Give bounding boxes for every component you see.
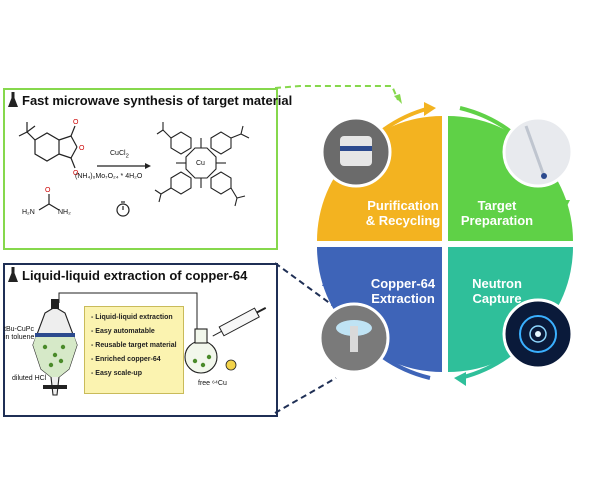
free-copper-label: free ⁶⁴Cu (198, 380, 227, 387)
reagent-label: CuCl2 (110, 150, 129, 159)
quadrant-label-copper-extraction: Copper-64 Extraction (370, 276, 436, 306)
synthesis-scheme: O O O O (18, 119, 250, 217)
quadrant-copper-extraction (317, 247, 442, 372)
aqueous-phase-label: diluted HCl (12, 375, 47, 382)
quadrant-neutron-capture (448, 247, 573, 372)
extraction-title: Liquid-liquid extraction of copper-64 (22, 268, 248, 283)
synthesis-panel (3, 88, 278, 250)
organic-phase-label: tBu-CuPc in toluene (4, 326, 35, 341)
benefit-text: Liquid-liquid extraction (95, 314, 173, 321)
urea-right-label: NH₂ (58, 209, 71, 216)
flask-icon (8, 92, 18, 107)
svg-text:O: O (45, 187, 51, 194)
benefits-note: - Liquid-liquid extraction - Easy automa… (84, 306, 184, 394)
list-item: - Liquid-liquid extraction (91, 314, 173, 321)
list-item: - Easy automatable (91, 328, 155, 335)
reagent-subscript: 2 (125, 153, 129, 160)
list-item: - Reusable target material (91, 342, 177, 349)
center-metal-label: Cu (196, 160, 205, 167)
benefit-text: Enriched copper-64 (95, 356, 161, 363)
list-item: - Easy scale-up (91, 370, 142, 377)
urea-left-label: H₂N (22, 209, 35, 216)
quadrant-label-target-preparation: Target Preparation (460, 198, 534, 228)
svg-text:O: O (73, 119, 79, 126)
synthesis-title: Fast microwave synthesis of target mater… (22, 93, 293, 108)
conditions-label: (NH₄)₆Mo₇O₂₄ * 4H₂O (75, 173, 143, 180)
list-item: - Enriched copper-64 (91, 356, 161, 363)
flask-icon (8, 267, 18, 282)
quadrant-target-preparation (448, 116, 573, 241)
benefit-text: Easy scale-up (95, 370, 142, 377)
photo-neutron-capture (502, 298, 574, 370)
photo-purification (320, 116, 392, 188)
svg-text:O: O (79, 145, 85, 152)
benefit-text: Easy automatable (95, 328, 155, 335)
extraction-apparatus (32, 292, 267, 396)
photo-target-preparation (502, 116, 574, 188)
photo-copper-extraction (318, 302, 390, 374)
quadrant-label-purification: Purification & Recycling (365, 198, 441, 228)
cycle-diagram (317, 102, 574, 386)
quadrant-label-neutron-capture: Neutron Capture (472, 276, 522, 306)
reagent-name: CuCl (110, 150, 126, 157)
svg-text:O: O (73, 170, 79, 177)
benefit-text: Reusable target material (95, 342, 177, 349)
